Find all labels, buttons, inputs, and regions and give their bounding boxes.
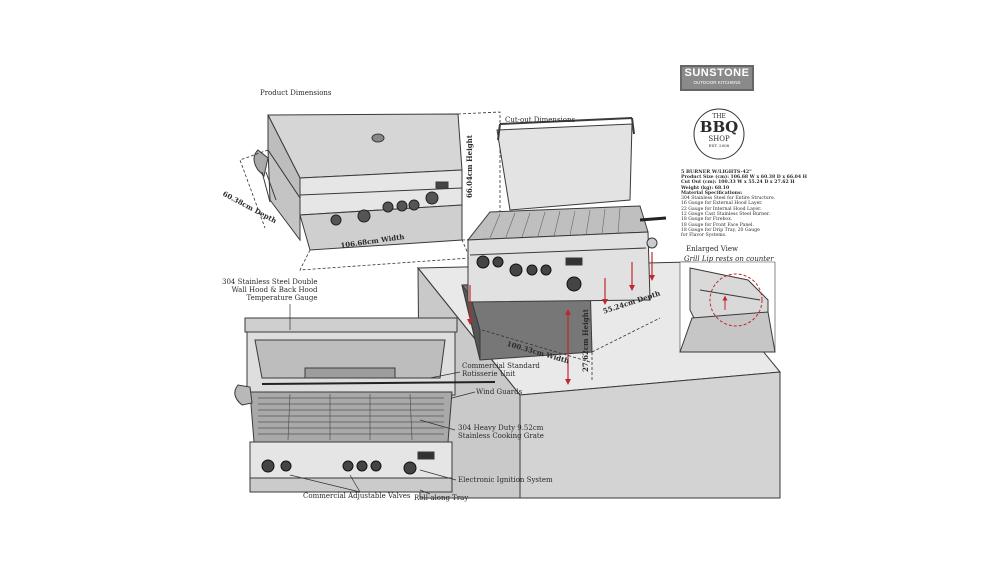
enlarged-view-title: Enlarged View	[686, 245, 739, 253]
detailed-grill-drawing	[234, 317, 496, 493]
cutout-dimension-lines	[481, 317, 661, 382]
specification-line: Product Size (cm): 106.68 W x 60.38 D x …	[681, 175, 808, 180]
wind-guards-callout: Wind Guards	[476, 388, 523, 396]
specification-line: 18 Gauge for Firebox.	[681, 217, 733, 223]
specification-line: 22 Gauge for Internal Hood Layer.	[681, 206, 762, 212]
callout-leader-lines	[289, 304, 476, 495]
specification-line: 304 Stainless Steel for Entire Structure…	[681, 196, 776, 202]
sunstone-logo: SUNSTONE OUTDOOR KITCHENS	[680, 65, 754, 91]
cooking-grate-callout: 304 Heavy Duty 9.52cm Stainless Cooking …	[458, 424, 544, 440]
bbq-shop-badge	[693, 108, 745, 160]
specification-line: 16 Gauge for External Hood Layer.	[681, 201, 763, 207]
specification-line: Material Specifications:	[681, 190, 743, 196]
specification-line: 18 Gauge for Front Face Panel.	[681, 222, 754, 228]
specification-line: 12 Gauge Cast Stainless Steel Burner.	[681, 212, 770, 218]
cutout-dimensions-title: Cut-out Dimensions	[505, 116, 576, 124]
specification-line: 18 Gauge for Drip Tray, 20 Gauge	[681, 227, 760, 233]
specifications-list: Product Size (cm): 106.68 W x 60.38 D x …	[681, 175, 808, 239]
product-height-label: 66.04cm Height	[465, 135, 474, 198]
product-dimensions-title: Product Dimensions	[260, 89, 332, 97]
bbq-shop-logo: THE BBQ SHOP EST. 2008	[688, 107, 750, 161]
rotisserie-callout: Commercial Standard Rotisserie Unit	[462, 362, 540, 378]
hood-callout: 304 Stainless Steel Double Wall Hood & B…	[222, 278, 318, 302]
specification-line: Weight (kg): 68.10	[681, 185, 730, 191]
cutout-height-label: 27.62cm Height	[581, 309, 590, 372]
enlarged-view-inset	[679, 261, 776, 353]
specifications-title: 5 BURNER W/LIGHTS-42"	[681, 169, 752, 175]
cutout-grill-drawing	[466, 117, 667, 303]
installation-arrows	[467, 252, 655, 385]
specification-line: Cut Out (cm): 100.33 W x 55.24 D x 27.62…	[681, 180, 795, 186]
grill-lip-label: Grill Lip rests on counter	[684, 255, 774, 263]
product-grill-drawing	[253, 113, 463, 251]
ignition-callout: Electronic Ignition System	[458, 476, 553, 484]
specification-line: for Flavor Systems.	[681, 233, 727, 239]
valves-callout: Commercial Adjustable Valves	[303, 492, 411, 500]
specifications-block: 5 BURNER W/LIGHTS-42" Product Size (cm):…	[681, 169, 808, 239]
tray-callout: Roll-along Tray	[414, 494, 469, 502]
